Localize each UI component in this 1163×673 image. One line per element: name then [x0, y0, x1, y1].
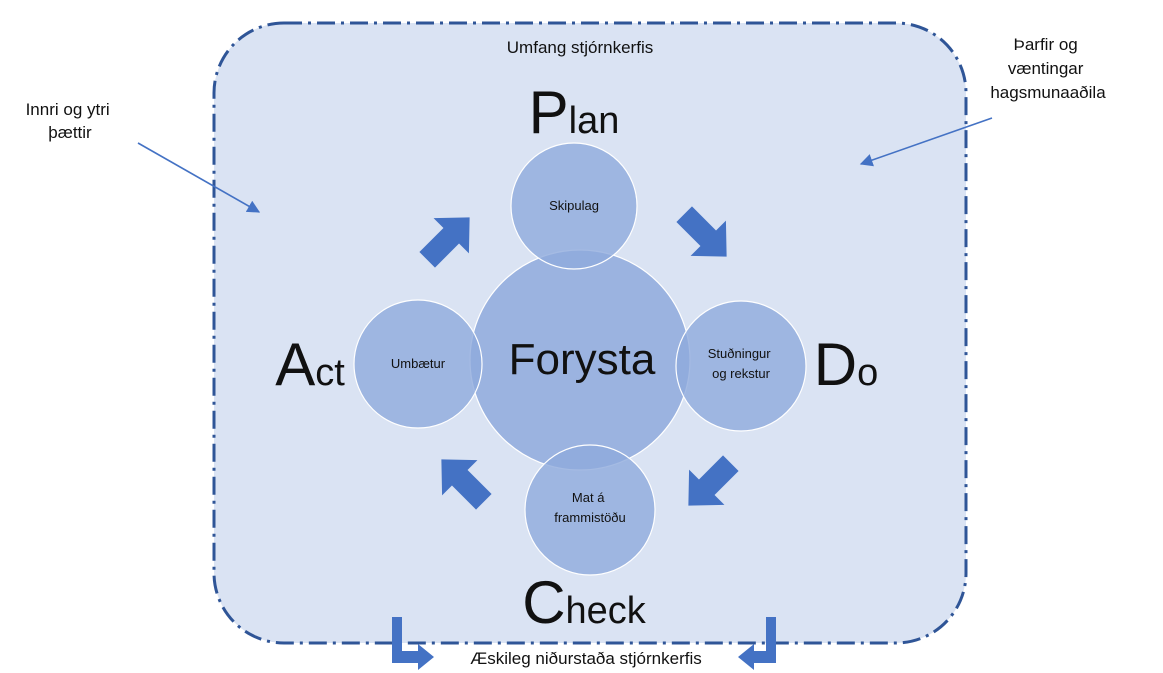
act-circle	[353, 299, 483, 429]
act-circle-label: Umbætur	[391, 356, 446, 371]
center-label: Forysta	[509, 335, 656, 384]
scope-label: Umfang stjórnkerfis	[507, 38, 653, 57]
external-factors-label: Innri og ytri þættir	[26, 100, 115, 142]
outcome-label: Æskileg niðurstaða stjórnkerfis	[470, 649, 701, 668]
do-heading: Do	[814, 331, 878, 398]
external-factors-pointer	[137, 142, 261, 213]
act-heading: Act	[275, 331, 345, 398]
stakeholder-needs-pointer	[859, 117, 993, 167]
check-circle	[524, 444, 656, 576]
do-circle	[675, 300, 807, 432]
plan-circle-label: Skipulag	[549, 198, 599, 213]
plan-heading: Plan	[529, 79, 620, 146]
bent-arrow-icon	[392, 617, 434, 670]
do-circle-label: Stuðningur og rekstur	[708, 346, 775, 381]
bent-arrow-icon	[738, 617, 776, 670]
stakeholder-needs-label: Þarfir og væntingar hagsmunaaðila	[990, 35, 1106, 102]
check-circle-label: Mat á frammistöðu	[554, 490, 626, 525]
plan-circle	[510, 142, 638, 270]
check-heading: Check	[522, 569, 647, 636]
